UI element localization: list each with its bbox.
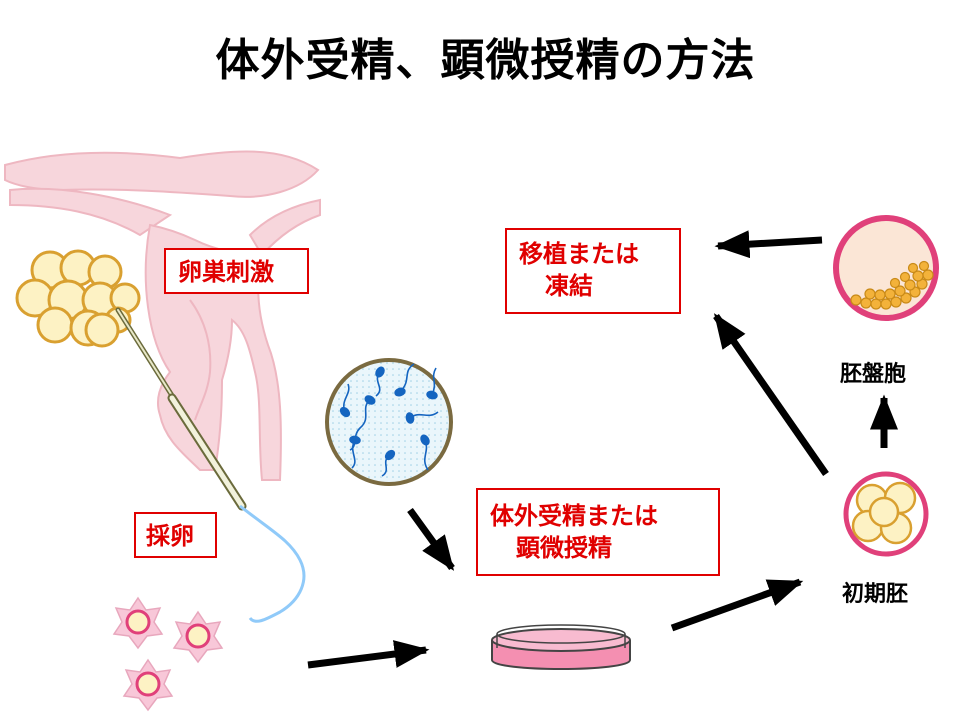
culture-dish — [491, 624, 631, 670]
transfer-box: 移植または 凍結 — [505, 228, 681, 314]
ovarian-stimulation-box: 卵巣刺激 — [164, 248, 309, 294]
blastocyst-label: 胚盤胞 — [840, 362, 907, 387]
ovarian-stimulation-label: 卵巣刺激 — [178, 258, 274, 286]
arrow-early-embryo-to-transfer — [713, 313, 829, 476]
fertilization-label-line1: 体外受精または — [490, 502, 658, 530]
early-embryo-label: 初期胚 — [842, 582, 909, 607]
egg-retrieval-label: 採卵 — [146, 522, 194, 550]
arrow-blastocyst-to-transfer — [714, 230, 823, 259]
ovary-follicles — [15, 249, 141, 348]
transfer-label-line1: 移植または — [519, 240, 639, 268]
retrieval-needle — [115, 307, 306, 623]
fertilization-label-line2: 顕微授精 — [516, 534, 612, 562]
transfer-label-line2: 凍結 — [545, 272, 593, 300]
page-title: 体外受精、顕微授精の方法 — [215, 35, 756, 86]
egg-retrieval-box: 採卵 — [134, 512, 217, 558]
sperm-microscope-view — [325, 358, 453, 486]
arrow-sperm-to-dish — [407, 507, 455, 571]
fertilization-box: 体外受精または 顕微授精 — [476, 488, 720, 576]
process-arrows — [307, 230, 898, 669]
arrow-dish-to-early-embryo — [670, 578, 804, 632]
arrow-eggs-to-dish — [307, 640, 430, 669]
blastocyst-image — [833, 215, 939, 321]
early-embryo-image — [843, 471, 929, 557]
retrieved-eggs — [112, 596, 224, 712]
